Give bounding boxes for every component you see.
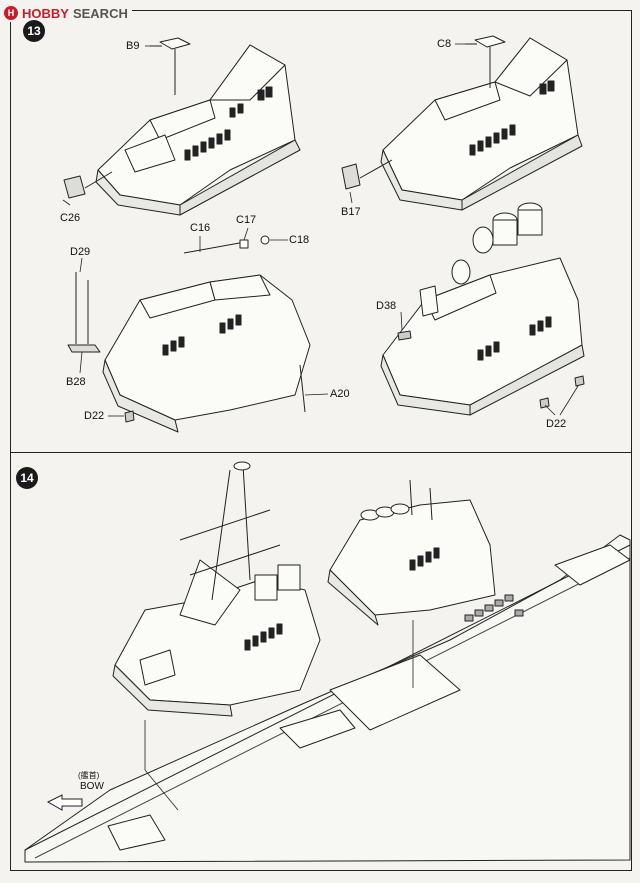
watermark: H HOBBY SEARCH	[4, 4, 132, 22]
leader-lines	[63, 44, 578, 810]
part-label-c26: C26	[60, 212, 81, 224]
step-14-badge: 14	[16, 467, 38, 489]
ship-hull-deck	[25, 535, 630, 862]
part-label-d38: D38	[376, 300, 397, 312]
part-label-c17: C17	[236, 214, 257, 226]
part-label-b9: B9	[126, 40, 140, 52]
superstructure-top-right	[342, 36, 582, 210]
bow-label-japanese: (艦首)	[78, 771, 100, 780]
watermark-search: SEARCH	[72, 5, 128, 21]
aft-superstructure	[328, 480, 495, 625]
watermark-brand: HOBBY	[22, 5, 69, 21]
instruction-page-frame	[10, 10, 632, 871]
bow-label: BOW	[80, 781, 104, 792]
superstructure-top-left	[64, 38, 300, 215]
superstructure-bottom-right	[381, 203, 584, 415]
step-13-badge: 13	[23, 20, 45, 42]
hobbysearch-logo-icon: H	[4, 6, 18, 20]
part-label-a20: A20	[330, 388, 350, 400]
part-label-c8: C8	[437, 38, 452, 50]
part-label-c18: C18	[289, 234, 310, 246]
part-label-d22-left: D22	[84, 410, 105, 422]
part-label-c16: C16	[190, 222, 211, 234]
forward-superstructure	[113, 462, 320, 716]
part-label-b28: B28	[66, 376, 86, 388]
part-label-d22-right: D22	[546, 418, 567, 430]
superstructure-bottom-left	[68, 236, 310, 432]
part-label-d29: D29	[70, 246, 91, 258]
part-label-b17: B17	[341, 206, 361, 218]
step-divider	[10, 452, 632, 453]
bow-arrow-icon	[48, 795, 82, 810]
